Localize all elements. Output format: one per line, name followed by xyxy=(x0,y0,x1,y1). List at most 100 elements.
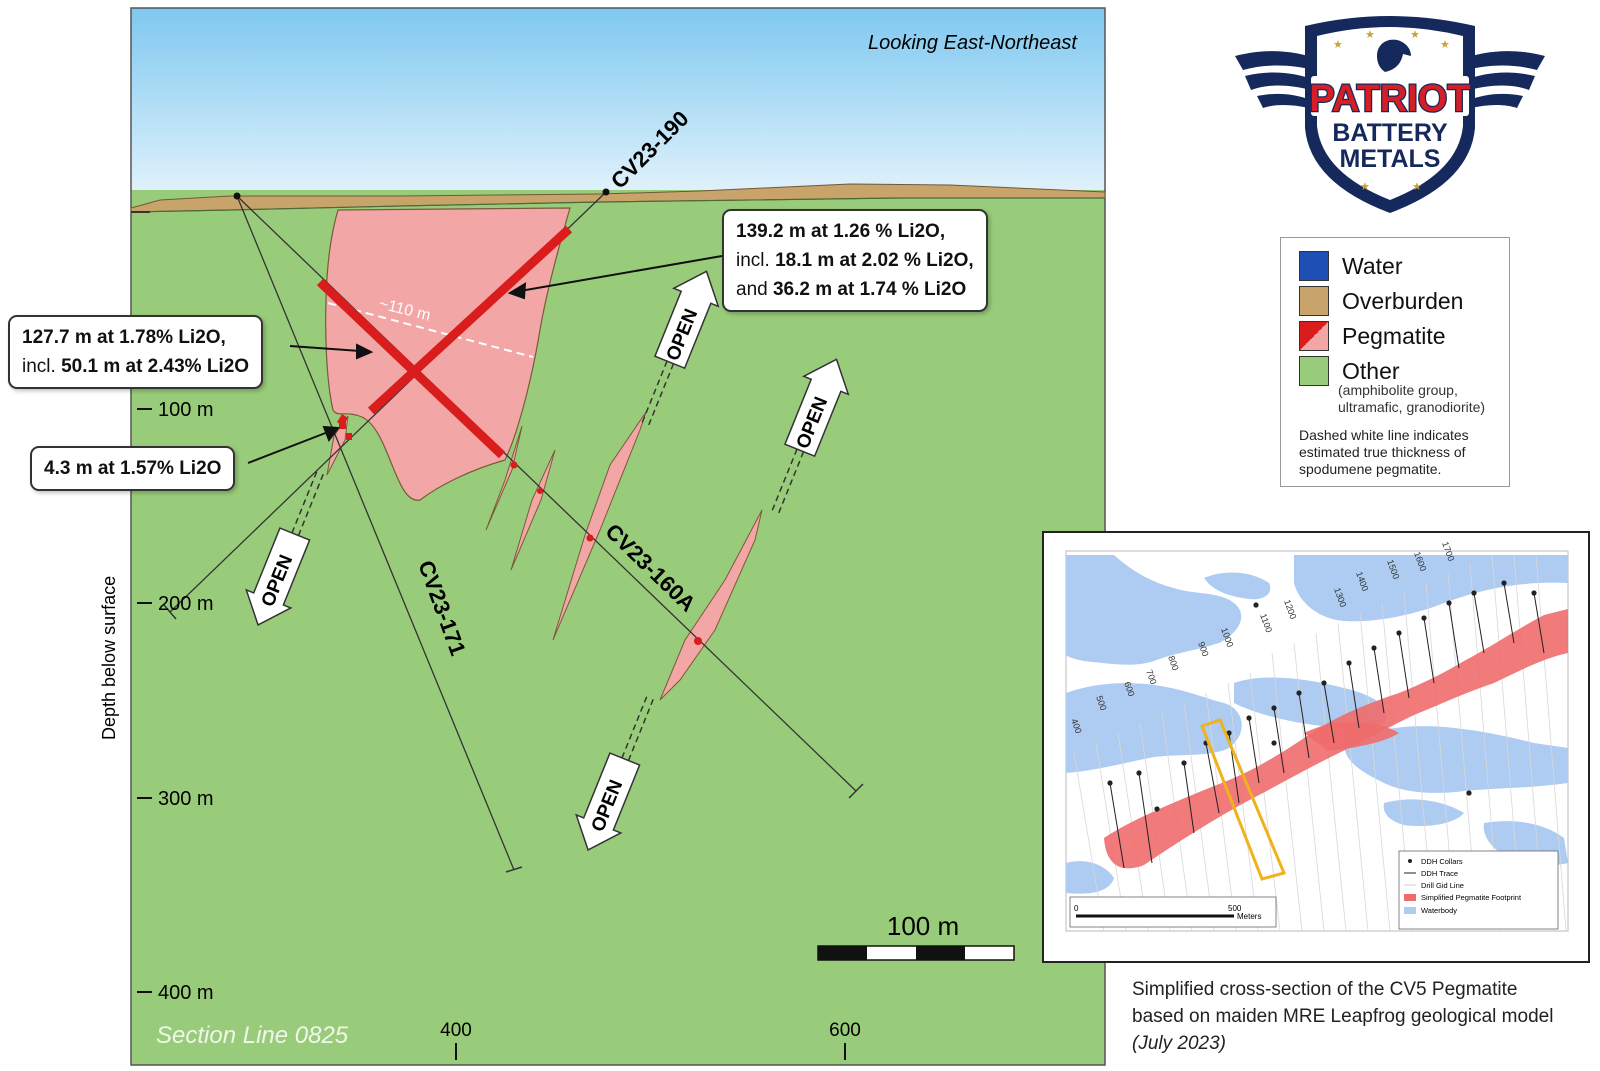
scale-bar: 100 m xyxy=(817,911,1015,961)
inset-plan-map: 400 500 600 700 800 900 1000 1100 1200 1… xyxy=(1042,531,1590,963)
legend-note-1: Dashed white line indicates xyxy=(1299,427,1469,443)
legend-swatch-pegmatite xyxy=(1299,321,1329,351)
legend-label-overburden: Overburden xyxy=(1342,287,1464,314)
pegmatite-lens-2 xyxy=(485,425,523,531)
end-tick-171 xyxy=(505,866,523,873)
x-tick-600: 600 xyxy=(829,1020,861,1041)
x-axis: 400 600 xyxy=(440,1020,861,1060)
legend-item-overburden: Overburden xyxy=(1299,286,1463,316)
legend-other-sub-2: ultramafic, granodiorite) xyxy=(1338,399,1486,415)
x-tick-400: 400 xyxy=(440,1020,472,1041)
logo-patriot-text: PATRIOT xyxy=(1309,78,1470,120)
inset-pegmatite-lobe xyxy=(1304,721,1399,751)
scale-bar-label: 100 m xyxy=(887,911,959,941)
section-line-label: Section Line 0825 xyxy=(156,1022,349,1049)
legend-swatch-overburden xyxy=(1299,286,1329,316)
svg-text:DDH Trace: DDH Trace xyxy=(1421,869,1458,878)
svg-text:0: 0 xyxy=(1074,904,1079,913)
svg-text:400: 400 xyxy=(1069,717,1084,735)
svg-text:500: 500 xyxy=(1094,694,1109,712)
svg-text:DDH Collars: DDH Collars xyxy=(1421,857,1463,866)
legend-item-water: Water xyxy=(1299,251,1403,281)
legend-other-sub-1: (amphibolite group, xyxy=(1338,382,1458,398)
true-thickness-line xyxy=(327,302,534,358)
depth-tick-200: 200 m xyxy=(158,593,214,615)
callout-cv23-171-intercept: 127.7 m at 1.78% Li2O, incl. 50.1 m at 2… xyxy=(8,315,264,389)
svg-text:Simplified Pegmatite Footprint: Simplified Pegmatite Footprint xyxy=(1421,893,1522,902)
caption-line-1: Simplified cross-section of the CV5 Pegm… xyxy=(1132,979,1518,1000)
caption-line-3: (July 2023) xyxy=(1132,1033,1226,1054)
figure-caption: Simplified cross-section of the CV5 Pegm… xyxy=(1132,976,1553,1057)
caption-line-2: based on maiden MRE Leapfrog geological … xyxy=(1132,1006,1554,1027)
pegmatite-lens-3 xyxy=(510,449,556,571)
svg-text:★: ★ xyxy=(1365,29,1375,41)
sky xyxy=(131,8,1105,208)
logo-left-wing xyxy=(1235,51,1320,108)
logo-battery-text: BATTERY xyxy=(1332,119,1448,147)
legend-note-3: spodumene pegmatite. xyxy=(1299,461,1442,477)
svg-text:800: 800 xyxy=(1166,654,1181,672)
intercept-cv23-171 xyxy=(316,278,506,459)
depth-axis: 100 m 200 m 300 m 400 m xyxy=(137,399,214,1004)
callout-1-line-2-prefix: incl. xyxy=(736,250,776,271)
drill-trace-cv23-171 xyxy=(236,195,515,871)
callout-2-line-1: 127.7 m at 1.78% Li2O, xyxy=(22,327,226,348)
svg-text:900: 900 xyxy=(1196,640,1211,658)
ground-other xyxy=(131,190,1105,1065)
ground-surface-line xyxy=(130,197,1105,213)
open-arrow-down-2: OPEN xyxy=(575,692,656,851)
depth-tick-400: 400 m xyxy=(158,982,214,1004)
svg-text:600: 600 xyxy=(1122,680,1137,698)
svg-text:★: ★ xyxy=(1410,29,1420,41)
intercept-cv23-190 xyxy=(367,225,573,415)
collar-cv23-190 xyxy=(602,188,610,196)
callout-leaders xyxy=(247,255,723,464)
logo-eagle-head xyxy=(1377,39,1411,72)
view-direction: Looking East-Northeast xyxy=(868,32,1078,54)
inset-map-canvas: 400 500 600 700 800 900 1000 1100 1200 1… xyxy=(1065,540,1569,932)
legend-item-pegmatite: Pegmatite xyxy=(1299,321,1446,351)
logo-stars: ★★★★ ★★ xyxy=(1333,29,1450,193)
legend-label-water: Water xyxy=(1342,252,1403,279)
svg-text:700: 700 xyxy=(1144,668,1159,686)
inset-legend: DDH Collars DDH Trace Drill Gid Line Sim… xyxy=(1398,850,1559,930)
intercept-point-2 xyxy=(537,488,543,494)
svg-text:Meters: Meters xyxy=(1237,912,1261,921)
intercept-point-1 xyxy=(510,461,518,469)
svg-text:500: 500 xyxy=(1228,904,1242,913)
legend-swatch-water xyxy=(1299,251,1329,281)
callout-1-line-1: 139.2 m at 1.26 % Li2O, xyxy=(736,221,946,242)
legend-item-other: Other xyxy=(1299,356,1400,386)
intercept-point-6 xyxy=(346,433,352,440)
legend: Water Overburden Pegmatite Other (amphib… xyxy=(1280,237,1510,487)
callout-2-line-2: 50.1 m at 2.43% Li2O xyxy=(61,356,250,377)
intercept-point-3 xyxy=(586,534,594,542)
svg-text:★: ★ xyxy=(1412,181,1422,193)
callout-cv23-190-intercept: 139.2 m at 1.26 % Li2O, incl. 18.1 m at … xyxy=(722,209,988,312)
end-tick-190 xyxy=(163,604,177,620)
callout-1-line-2: 18.1 m at 2.02 % Li2O, xyxy=(775,250,974,271)
inset-scale: 0 500 Meters xyxy=(1069,896,1277,928)
collar-cv23-171 xyxy=(233,192,241,200)
inset-drill-traces xyxy=(1109,582,1545,869)
callout-small-intercept: 4.3 m at 1.57% Li2O xyxy=(30,446,236,491)
legend-label-pegmatite: Pegmatite xyxy=(1342,322,1446,349)
depth-tick-300: 300 m xyxy=(158,788,214,810)
callout-2-line-2-prefix: incl. xyxy=(22,356,62,377)
callout-1-line-3-prefix: and xyxy=(736,279,773,300)
pegmatite-lens-1 xyxy=(326,415,349,476)
legend-note-2: estimated true thickness of xyxy=(1299,444,1466,460)
callout-1-line-3: 36.2 m at 1.74 % Li2O xyxy=(772,279,967,300)
legend-other-description: (amphibolite group, ultramafic, granodio… xyxy=(1338,382,1485,416)
callout-3-line-1: 4.3 m at 1.57% Li2O xyxy=(44,458,222,479)
svg-text:★: ★ xyxy=(1360,181,1370,193)
depth-axis-label: Depth below surface xyxy=(99,576,119,740)
depth-tick-100: 100 m xyxy=(158,399,214,421)
svg-text:Waterbody: Waterbody xyxy=(1421,906,1457,915)
svg-text:★: ★ xyxy=(1333,39,1343,51)
patriot-battery-metals-logo: PATRIOT BATTERY METALS ★★★★ ★★ xyxy=(1235,16,1545,213)
legend-label-other: Other xyxy=(1342,357,1400,384)
intercept-point-4 xyxy=(694,637,702,645)
legend-note: Dashed white line indicates estimated tr… xyxy=(1299,427,1469,478)
